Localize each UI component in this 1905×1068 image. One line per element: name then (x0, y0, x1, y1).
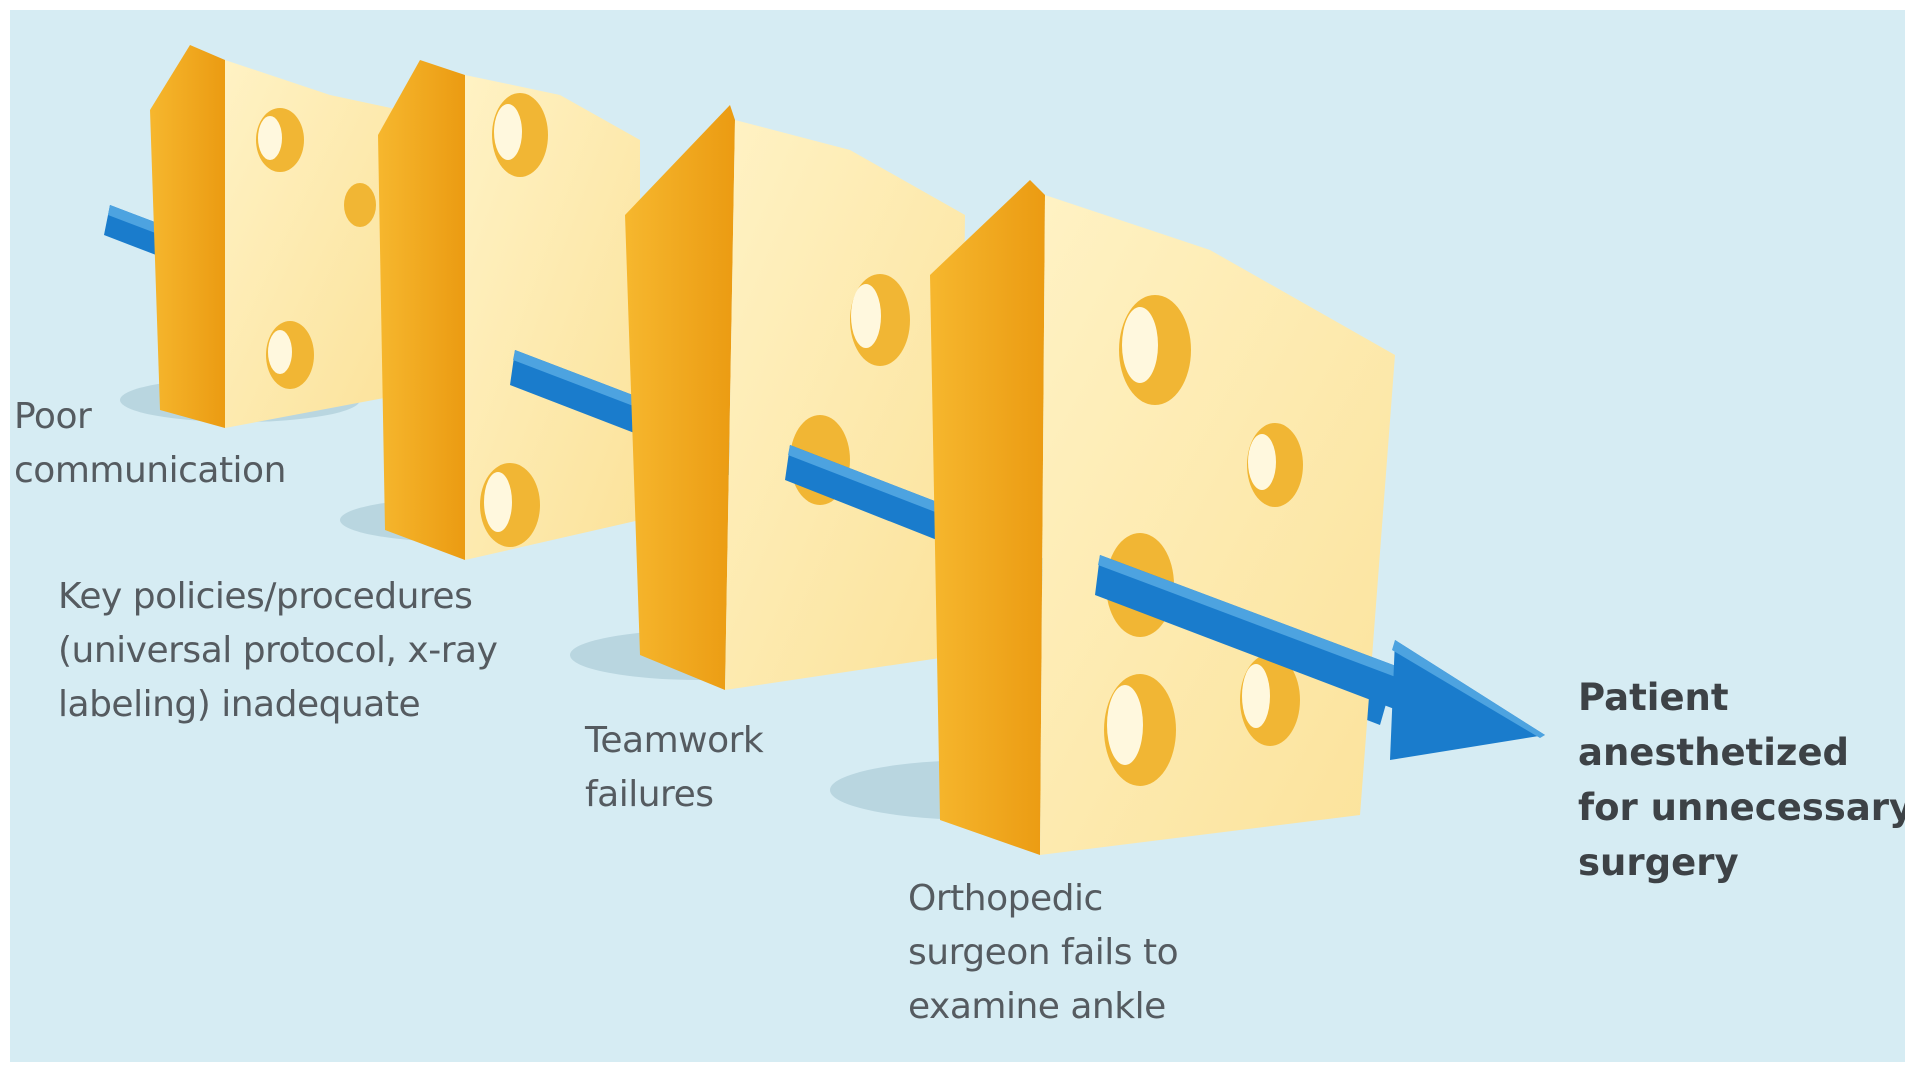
outcome-line: Patient (1578, 670, 1905, 725)
layer-label-poor-communication: Poor communication (14, 390, 286, 498)
layer-label-orthopedic-surgeon: Orthopedic surgeon fails to examine ankl… (908, 872, 1178, 1034)
layer-label-key-policies: Key policies/procedures (universal proto… (58, 570, 497, 732)
cheese-slice-1 (120, 45, 400, 428)
outcome-line: surgery (1578, 835, 1905, 890)
outcome-label: Patient anesthetized for unnecessary sur… (1578, 670, 1905, 890)
layer-label-line: communication (14, 444, 286, 498)
outcome-line: anesthetized (1578, 725, 1905, 780)
layer-label-line: Teamwork (585, 714, 763, 768)
layer-label-line: labeling) inadequate (58, 678, 497, 732)
layer-label-line: Poor (14, 390, 286, 444)
layer-label-line: Key policies/procedures (58, 570, 497, 624)
layer-label-line: surgeon fails to (908, 926, 1178, 980)
outcome-line: for unnecessary (1578, 780, 1905, 835)
cheese-slice-2 (340, 60, 640, 560)
layer-label-line: (universal protocol, x-ray (58, 624, 497, 678)
layer-label-teamwork: Teamwork failures (585, 714, 763, 822)
layer-label-line: examine ankle (908, 980, 1178, 1034)
layer-label-line: failures (585, 768, 763, 822)
layer-label-line: Orthopedic (908, 872, 1178, 926)
